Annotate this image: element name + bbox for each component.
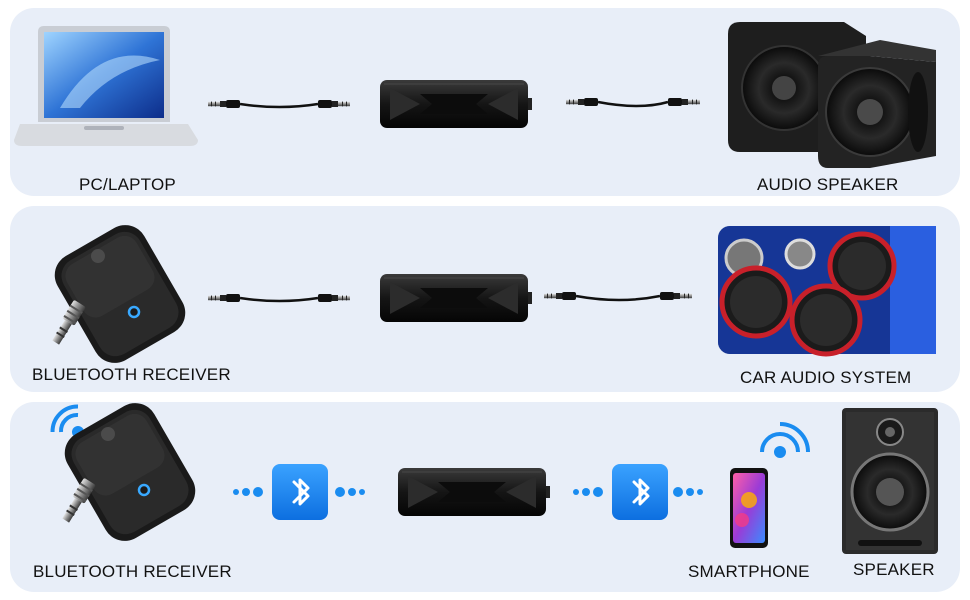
audio-cable-icon [208, 294, 350, 303]
bluetooth-icon [270, 462, 330, 522]
ground-loop-isolator-icon [398, 468, 550, 516]
ground-loop-isolator-icon [380, 274, 532, 322]
label-audio-speaker: AUDIO SPEAKER [757, 175, 899, 194]
speaker-icon [842, 408, 938, 554]
bluetooth-icon [610, 462, 670, 522]
car-speaker-icon [718, 226, 936, 357]
wireless-dots-icon [233, 487, 365, 497]
bluetooth-receiver-icon [55, 393, 205, 551]
laptop-icon [14, 26, 198, 146]
wireless-dots-icon [573, 487, 703, 497]
speaker-icon [728, 22, 936, 168]
label-smartphone: SMARTPHONE [688, 562, 810, 581]
label-bluetooth-receiver: BLUETOOTH RECEIVER [32, 365, 231, 384]
label-pc-laptop: PC/LAPTOP [79, 175, 176, 194]
smartphone-icon [730, 468, 768, 548]
bluetooth-receiver-icon [45, 215, 195, 373]
ground-loop-isolator-icon [380, 80, 532, 128]
label-speaker: SPEAKER [853, 560, 935, 579]
audio-cable-icon [566, 98, 700, 108]
audio-cable-icon [208, 100, 350, 109]
label-car-audio-system: CAR AUDIO SYSTEM [740, 368, 912, 387]
label-bluetooth-receiver: BLUETOOTH RECEIVER [33, 562, 232, 581]
audio-cable-icon [544, 292, 692, 302]
wireless-signal-icon [760, 422, 810, 458]
